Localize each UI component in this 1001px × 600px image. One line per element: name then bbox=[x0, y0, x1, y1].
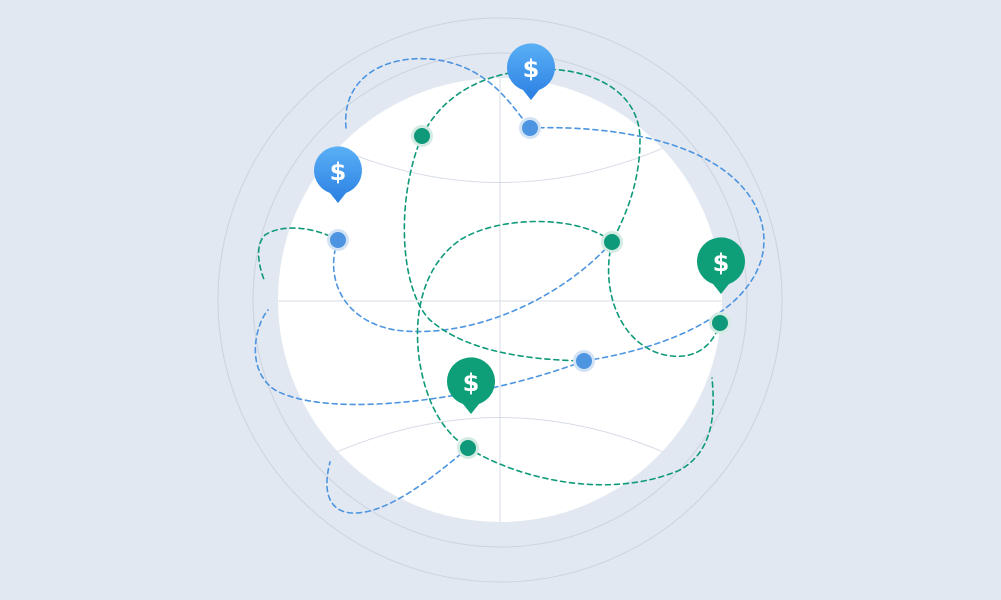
green-route-center-swirl bbox=[416, 220, 613, 449]
green-route-left-swirl bbox=[403, 135, 585, 362]
green-dollar-pin-right[interactable]: $ bbox=[696, 237, 745, 294]
pin-marker-shape bbox=[696, 237, 745, 294]
blue-route-node[interactable] bbox=[330, 232, 346, 248]
pin-marker-shape bbox=[446, 357, 495, 414]
route-nodes bbox=[327, 117, 731, 459]
dollar-icon: $ bbox=[330, 158, 347, 186]
green-route-node[interactable] bbox=[604, 234, 620, 250]
pin-marker-shape bbox=[313, 146, 362, 203]
blue-route-node[interactable] bbox=[522, 120, 538, 136]
dollar-pins: $ $ $ $ bbox=[313, 43, 745, 414]
blue-dollar-pin-top[interactable]: $ bbox=[506, 43, 555, 100]
blue-route-node[interactable] bbox=[576, 353, 592, 369]
pin-marker-shape bbox=[506, 43, 555, 100]
blue-route-bottom-tail bbox=[326, 447, 469, 514]
blue-route-left-loop bbox=[332, 239, 613, 333]
globe-lower-latitude bbox=[279, 417, 721, 481]
green-route-right-loop bbox=[607, 241, 721, 358]
blue-route-lower-sweep bbox=[254, 309, 585, 406]
dollar-icon: $ bbox=[713, 249, 730, 277]
green-route-top-arc bbox=[421, 68, 641, 243]
outer-orbit-ring bbox=[217, 17, 783, 583]
green-route-node[interactable] bbox=[460, 440, 476, 456]
dollar-icon: $ bbox=[523, 55, 540, 83]
dollar-icon: $ bbox=[463, 369, 480, 397]
green-routes bbox=[257, 68, 721, 486]
green-route-left-tail bbox=[257, 227, 339, 283]
middle-orbit-ring bbox=[252, 52, 748, 548]
green-route-node[interactable] bbox=[712, 315, 728, 331]
green-route-bottom-arc bbox=[467, 377, 714, 486]
green-dollar-pin-bottom[interactable]: $ bbox=[446, 357, 495, 414]
blue-routes bbox=[254, 57, 765, 514]
green-route-node[interactable] bbox=[414, 128, 430, 144]
blue-route-right-loop bbox=[529, 126, 765, 362]
orbit-rings bbox=[217, 17, 783, 583]
blue-dollar-pin-left[interactable]: $ bbox=[313, 146, 362, 203]
globe bbox=[278, 78, 722, 522]
